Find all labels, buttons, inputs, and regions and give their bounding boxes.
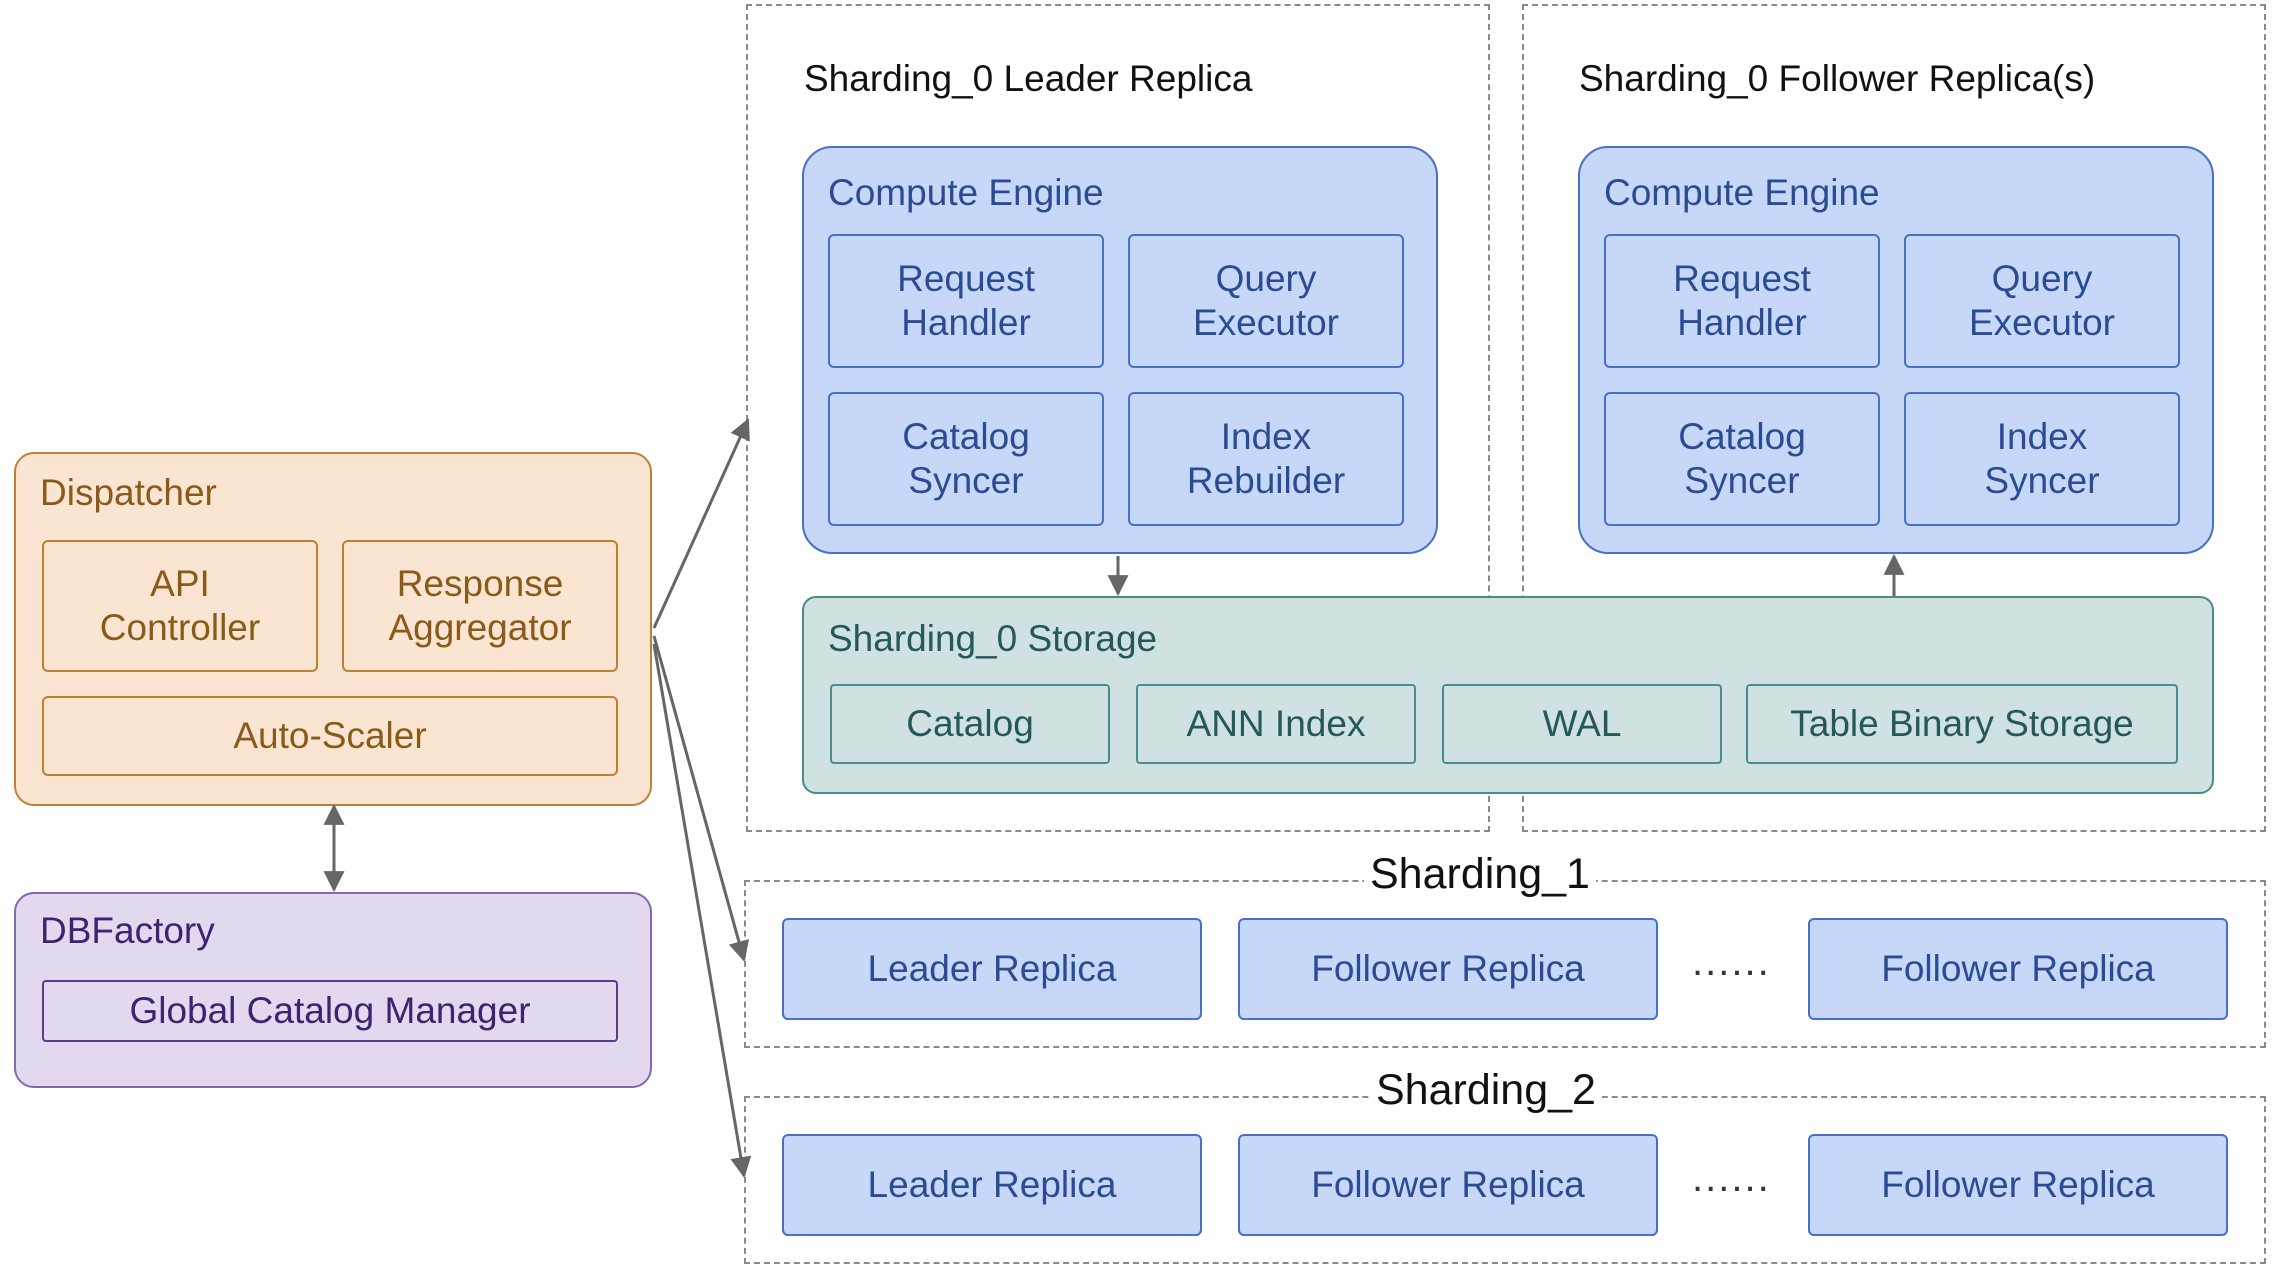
follower-replica-container	[1522, 4, 2266, 832]
catalog-box: Catalog	[830, 684, 1110, 764]
follower-index-syncer-box: Index Syncer	[1904, 392, 2180, 526]
follower-compute-engine-title: Compute Engine	[1604, 172, 1880, 213]
leader-replica-container	[746, 4, 1490, 832]
sharding-2-follower-replica-b-box: Follower Replica	[1808, 1134, 2228, 1236]
sharding-1-follower-replica-b-box: Follower Replica	[1808, 918, 2228, 1020]
follower-request-handler-box: Request Handler	[1604, 234, 1880, 368]
dispatcher-to-leader-arrow	[652, 418, 750, 629]
sharding-1-ellipsis: ......	[1692, 940, 1771, 984]
auto-scaler-box: Auto-Scaler	[42, 696, 618, 776]
sharding-1-label: Sharding_1	[1364, 853, 1596, 896]
wal-box: WAL	[1442, 684, 1722, 764]
follower-replica-title: Sharding_0 Follower Replica(s)	[1579, 58, 2096, 99]
global-catalog-manager-box: Global Catalog Manager	[42, 980, 618, 1042]
leader-catalog-syncer-box: Catalog Syncer	[828, 392, 1104, 526]
leader-compute-engine-title: Compute Engine	[828, 172, 1104, 213]
ann-index-box: ANN Index	[1136, 684, 1416, 764]
sharding-2-follower-replica-a-box: Follower Replica	[1238, 1134, 1658, 1236]
dispatcher-to-sharding-2-arrow	[652, 643, 752, 1179]
leader-query-executor-box: Query Executor	[1128, 234, 1404, 368]
leader-replica-title: Sharding_0 Leader Replica	[804, 58, 1253, 99]
dbfactory-title: DBFactory	[40, 910, 215, 951]
sharding-2-ellipsis: ......	[1692, 1156, 1771, 1200]
dispatcher-title: Dispatcher	[40, 472, 217, 513]
follower-catalog-syncer-box: Catalog Syncer	[1604, 392, 1880, 526]
dispatcher-to-sharding-1-arrow	[652, 635, 750, 963]
sharding-2-leader-replica-box: Leader Replica	[782, 1134, 1202, 1236]
api-controller-box: API Controller	[42, 540, 318, 672]
table-binary-storage-box: Table Binary Storage	[1746, 684, 2178, 764]
leader-request-handler-box: Request Handler	[828, 234, 1104, 368]
leader-index-rebuilder-box: Index Rebuilder	[1128, 392, 1404, 526]
follower-query-executor-box: Query Executor	[1904, 234, 2180, 368]
sharding-1-leader-replica-box: Leader Replica	[782, 918, 1202, 1020]
response-aggregator-box: Response Aggregator	[342, 540, 618, 672]
sharding-2-label: Sharding_2	[1370, 1069, 1602, 1112]
sharding-1-follower-replica-a-box: Follower Replica	[1238, 918, 1658, 1020]
storage-title: Sharding_0 Storage	[828, 618, 1158, 659]
